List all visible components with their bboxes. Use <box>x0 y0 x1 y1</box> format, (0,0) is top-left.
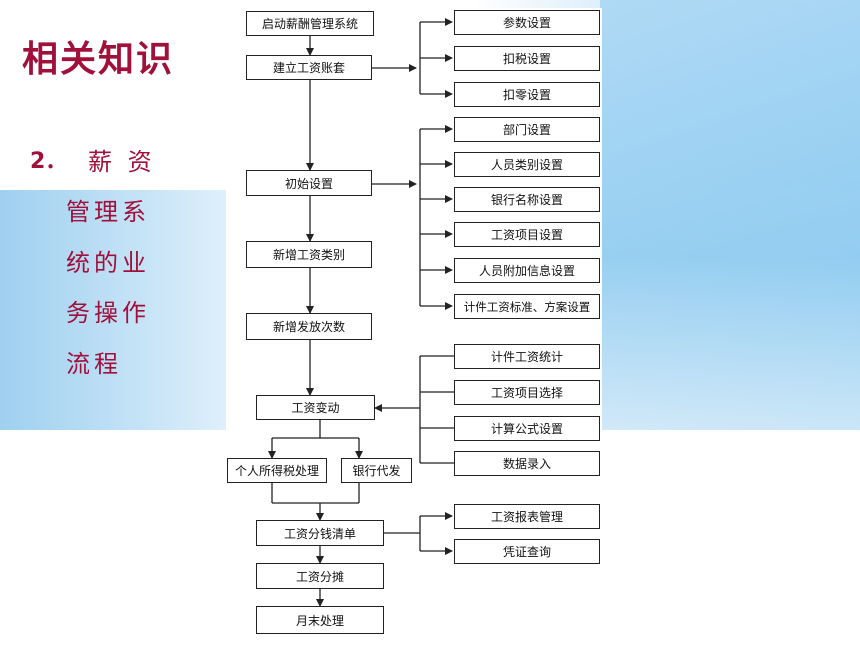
node-new-count: 新增发放次数 <box>246 313 372 340</box>
node-init: 初始设置 <box>246 170 372 196</box>
node-month-end: 月末处理 <box>256 606 384 634</box>
flowchart: 启动薪酬管理系统 建立工资账套 初始设置 新增工资类别 新增发放次数 工资变动 … <box>226 8 602 636</box>
node-param-setting: 参数设置 <box>454 10 600 35</box>
node-start: 启动薪酬管理系统 <box>246 11 374 36</box>
node-voucher-query: 凭证查询 <box>454 539 600 564</box>
node-rounding-setting: 扣零设置 <box>454 82 600 107</box>
node-new-type: 新增工资类别 <box>246 241 372 268</box>
node-staff-type-setting: 人员类别设置 <box>454 152 600 177</box>
node-wage-item-select: 工资项目选择 <box>454 380 600 405</box>
node-tax: 个人所得税处理 <box>227 458 327 483</box>
node-change: 工资变动 <box>256 395 375 420</box>
node-piecework-setting: 计件工资标准、方案设置 <box>454 294 600 319</box>
node-formula-setting: 计算公式设置 <box>454 416 600 441</box>
flowchart-connectors <box>268 18 454 607</box>
node-wage-report: 工资报表管理 <box>454 504 600 529</box>
background-right-panel <box>600 0 860 430</box>
node-account: 建立工资账套 <box>246 55 372 80</box>
node-data-entry: 数据录入 <box>454 451 600 476</box>
node-staff-extra-info-setting: 人员附加信息设置 <box>454 258 600 283</box>
node-split: 工资分钱清单 <box>256 520 384 546</box>
node-alloc: 工资分摊 <box>256 563 384 589</box>
subtitle-line-4: 务操作 <box>66 299 150 327</box>
subtitle-line-3: 统的业 <box>66 249 150 277</box>
node-bank-name-setting: 银行名称设置 <box>454 187 600 212</box>
node-piecework-stats: 计件工资统计 <box>454 344 600 369</box>
node-dept-setting: 部门设置 <box>454 117 600 142</box>
subtitle-line-1: 薪 资 <box>88 148 156 176</box>
node-tax-setting: 扣税设置 <box>454 46 600 71</box>
node-bank: 银行代发 <box>341 458 412 483</box>
subtitle-number: 2． <box>30 149 68 174</box>
node-wage-item-setting: 工资项目设置 <box>454 222 600 247</box>
slide-title: 相关知识 <box>22 38 175 80</box>
subtitle-line-5: 流程 <box>66 350 122 378</box>
subtitle-line-2: 管理系 <box>66 198 150 226</box>
